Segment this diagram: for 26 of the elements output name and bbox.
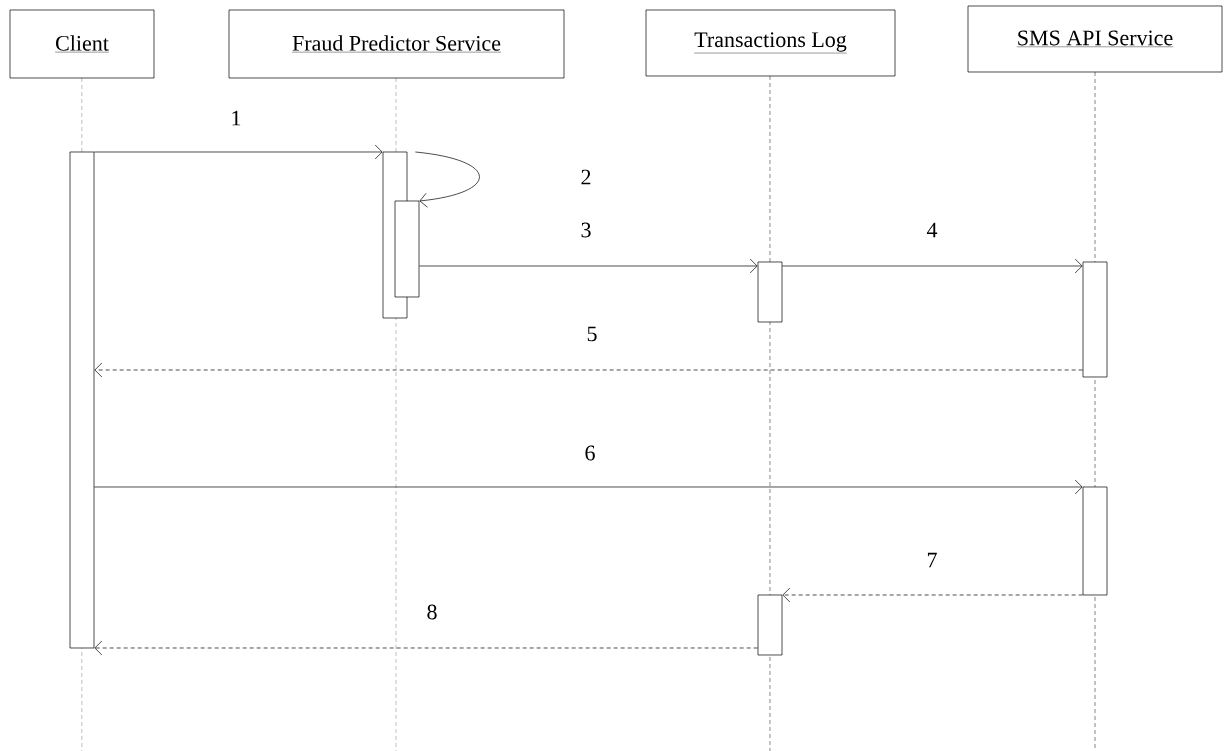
message-arrow	[782, 258, 1083, 274]
message-number: 4	[925, 221, 939, 239]
activation-bar	[69, 151, 95, 649]
activation-bar	[757, 594, 783, 656]
activation-bar	[394, 200, 420, 298]
message-number: 6	[583, 444, 597, 462]
message-number: 1	[229, 109, 243, 127]
message-number: 8	[425, 603, 439, 621]
message-arrow	[94, 640, 758, 656]
message-arrow	[94, 479, 1083, 495]
activation-bar	[1082, 486, 1108, 596]
message-arrow	[94, 144, 383, 160]
object-box: Client	[9, 9, 155, 79]
message-arrow	[782, 587, 1083, 603]
object-box: Transactions Log	[645, 9, 896, 77]
object-box: SMS API Service	[967, 5, 1223, 73]
message-number: 2	[579, 168, 593, 186]
activation-bar	[757, 261, 783, 323]
message-arrow	[94, 362, 1083, 378]
object-box: Fraud Predictor Service	[228, 9, 565, 79]
message-arrow	[415, 151, 480, 208]
activation-bar	[1082, 261, 1108, 378]
message-arrow	[419, 258, 758, 274]
message-number: 7	[925, 551, 939, 569]
message-number: 3	[579, 221, 593, 239]
message-number: 5	[585, 325, 599, 343]
